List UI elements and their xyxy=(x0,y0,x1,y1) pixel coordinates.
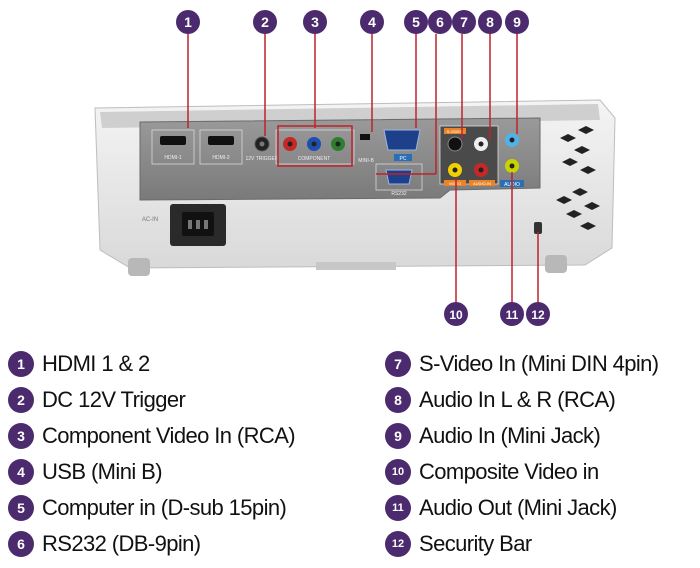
hdmi-1-port: HDMI-1 xyxy=(151,129,195,165)
svg-text:3: 3 xyxy=(311,14,319,30)
ac-inlet: AC-IN xyxy=(142,204,226,246)
number-badge: 11 xyxy=(385,495,411,521)
legend-text: USB (Mini B) xyxy=(42,459,163,484)
callout-badge-7: 7 xyxy=(452,10,476,34)
usb-label: MINI-B xyxy=(358,158,374,164)
pc-port: PC xyxy=(383,129,421,162)
svideo-label-bg xyxy=(444,128,466,134)
svg-text:9: 9 xyxy=(513,14,521,30)
svg-text:4: 4 xyxy=(368,14,376,30)
number-badge: 5 xyxy=(8,495,34,521)
legend-text: Audio In (Mini Jack) xyxy=(419,423,601,448)
component-ports: COMPONENT xyxy=(275,129,355,165)
svg-text:11: 11 xyxy=(506,308,519,322)
legend-text: Composite Video in xyxy=(419,459,599,484)
connector-panel: HDMI-1 HDMI-2 12V TRIGGER COMPONENT MINI… xyxy=(139,117,541,201)
trigger-label: 12V TRIGGER xyxy=(246,156,279,162)
svg-text:8: 8 xyxy=(486,14,494,30)
hdmi-2-port: HDMI-2 xyxy=(199,129,243,165)
hdmi-1-label: HDMI-1 xyxy=(164,155,181,161)
number-badge: 12 xyxy=(385,531,411,557)
number-badge: 1 xyxy=(8,351,34,377)
legend-left: 1 HDMI 1 & 2 2 DC 12V Trigger 3 Component V… xyxy=(8,346,296,562)
number-badge: 10 xyxy=(385,459,411,485)
video-label: VIDEO xyxy=(449,181,461,186)
vent-grille xyxy=(556,126,600,230)
callout-badge-5: 5 xyxy=(404,10,428,34)
video-label-bg xyxy=(444,180,466,186)
callout-badge-8: 8 xyxy=(478,10,502,34)
legend-item: 3 Component Video In (RCA) xyxy=(8,418,296,454)
legend-item: 11 Audio Out (Mini Jack) xyxy=(385,490,659,526)
legend-item: 7 S-Video In (Mini DIN 4pin) xyxy=(385,346,659,382)
svg-text:2: 2 xyxy=(261,14,269,30)
security-bar xyxy=(534,222,542,234)
number-badge: 4 xyxy=(8,459,34,485)
number-badge: 3 xyxy=(8,423,34,449)
number-badge: 8 xyxy=(385,387,411,413)
svg-text:7: 7 xyxy=(460,14,468,30)
legend-text: RS232 (DB-9pin) xyxy=(42,531,201,556)
svg-text:10: 10 xyxy=(449,308,463,322)
number-badge: 6 xyxy=(8,531,34,557)
number-badge: 9 xyxy=(385,423,411,449)
trigger-port: 12V TRIGGER xyxy=(246,136,279,162)
svg-text:5: 5 xyxy=(412,14,420,30)
legend-item: 4 USB (Mini B) xyxy=(8,454,295,490)
legend-text: Audio In L & R (RCA) xyxy=(419,387,616,412)
number-badge: 2 xyxy=(8,387,34,413)
usb-port: MINI-B xyxy=(358,134,374,164)
pc-label: PC xyxy=(400,156,407,162)
foot-right xyxy=(545,255,567,273)
legend-item: 9 Audio In (Mini Jack) xyxy=(385,418,659,454)
projector-rear-diagram: HDMI-1 HDMI-2 12V TRIGGER COMPONENT MINI… xyxy=(94,10,616,326)
callout-lines xyxy=(187,34,539,302)
callout-badges-bottom: 10 11 12 xyxy=(444,302,550,326)
ac-in-label: AC-IN xyxy=(142,217,158,223)
legend-text: Security Bar xyxy=(419,531,532,556)
svg-text:6: 6 xyxy=(436,14,444,30)
pc-label-bg xyxy=(394,154,412,161)
legend-item: 1 HDMI 1 & 2 xyxy=(8,346,295,382)
legend-item: 8 Audio In L & R (RCA) xyxy=(385,382,659,418)
component-label: COMPONENT xyxy=(298,156,331,162)
callout-badge-3: 3 xyxy=(303,10,327,34)
callout-badge-4: 4 xyxy=(360,10,384,34)
callout-badges-top: 1 2 3 4 5 6 7 8 9 xyxy=(176,10,529,34)
legend-text: HDMI 1 & 2 xyxy=(42,351,150,376)
legend-text: Computer in (D-sub 15pin) xyxy=(42,495,287,520)
legend-text: S-Video In (Mini DIN 4pin) xyxy=(419,351,659,376)
legend-text: Audio Out (Mini Jack) xyxy=(419,495,617,520)
callout-badge-11: 11 xyxy=(500,302,524,326)
legend-right: 7 S-Video In (Mini DIN 4pin) 8 Audio In L … xyxy=(385,346,659,562)
legend-item: 12 Security Bar xyxy=(385,526,659,562)
legend-item: 2 DC 12V Trigger xyxy=(8,382,295,418)
audio-in-label-bg xyxy=(469,180,495,186)
audio-in-label: AUDIO-IN xyxy=(473,181,491,186)
foot-left xyxy=(128,258,150,276)
svg-text:12: 12 xyxy=(531,308,545,322)
legend-item: 10 Composite Video in xyxy=(385,454,659,490)
svg-text:1: 1 xyxy=(184,14,192,30)
callout-badge-1: 1 xyxy=(176,10,200,34)
rs232-label: RS232 xyxy=(391,191,407,197)
callout-badge-12: 12 xyxy=(526,302,550,326)
legend-item: 5 Computer in (D-sub 15pin) xyxy=(8,490,295,526)
legend-text: DC 12V Trigger xyxy=(42,387,186,412)
callout-badge-9: 9 xyxy=(505,10,529,34)
callout-badge-2: 2 xyxy=(253,10,277,34)
hdmi-2-label: HDMI-2 xyxy=(212,155,229,161)
legend-item: 6 RS232 (DB-9pin) xyxy=(8,526,295,562)
legend-text: Component Video In (RCA) xyxy=(42,423,296,448)
callout-badge-10: 10 xyxy=(444,302,468,326)
callout-badge-6: 6 xyxy=(428,10,452,34)
svideo-label: S-VIDEO xyxy=(447,129,463,134)
number-badge: 7 xyxy=(385,351,411,377)
av-block: S-VIDEO VIDEO AUDIO-IN xyxy=(439,125,499,186)
